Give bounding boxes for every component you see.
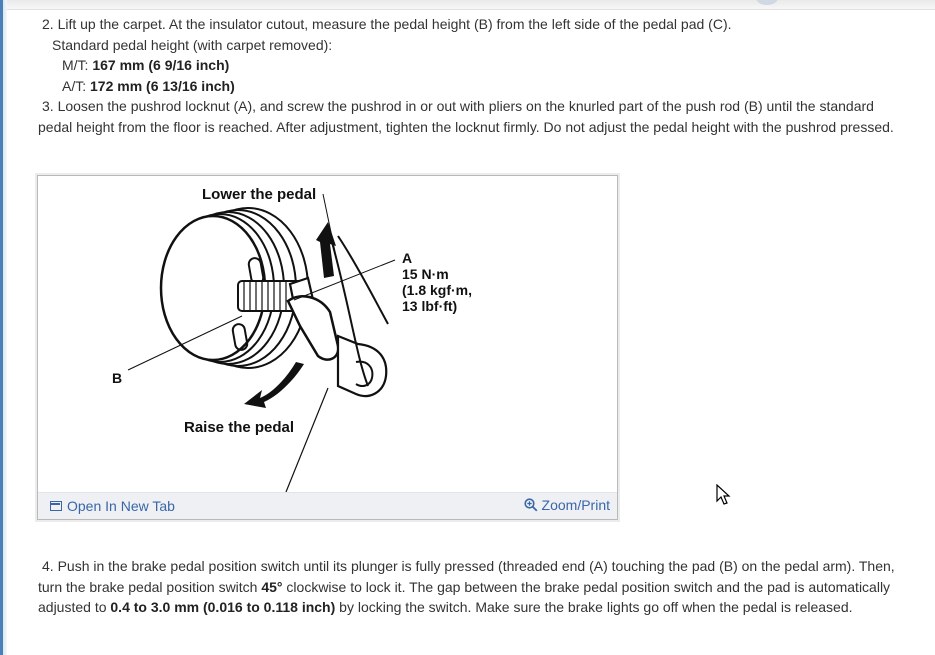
raise-pedal-label: Raise the pedal (184, 419, 295, 436)
rotation-angle: 45° (261, 578, 283, 595)
torque-callout: A 15 N·m (1.8 kgf·m, 13 lbf·ft) (402, 250, 472, 314)
left-window-edge (0, 0, 7, 655)
step-3-line-2: pedal height from the floor is reached. … (38, 118, 894, 135)
instructions-step-4: 4. Push in the brake pedal position swit… (38, 556, 928, 618)
step-4-line-1: 4. Push in the brake pedal position swit… (42, 558, 895, 574)
figure-footer: Open In New Tab Zoom/Print (38, 492, 617, 519)
step-4-line-3: adjusted to 0.4 to 3.0 mm (0.016 to 0.11… (38, 597, 928, 618)
torque-kgfm: (1.8 kgf·m, (402, 282, 473, 298)
step-4-line-2a: turn the brake pedal position switch (38, 578, 262, 595)
step-3-line-1: 3. Loosen the pushrod locknut (A), and s… (42, 98, 874, 114)
open-in-new-tab-icon (50, 501, 62, 511)
zoom-print-label: Zoom/Print (541, 497, 610, 513)
instructions-top: 2. Lift up the carpet. At the insulator … (38, 14, 928, 137)
zoom-print-link[interactable]: Zoom/Print (523, 497, 610, 513)
at-height-row: A/T: 172 mm (6 13/16 inch) (38, 76, 928, 97)
step-4-line-3c: by locking the switch. Make sure the bra… (335, 599, 853, 615)
raise-arrow-icon (244, 362, 304, 408)
pushrod-adjustment-figure: Lower the pedal Raise the pedal A 15 N·m… (37, 175, 618, 520)
step-4-line-2c: clockwise to lock it. The gap between th… (282, 578, 891, 595)
mt-value: 167 mm (6 9/16 inch) (92, 57, 230, 73)
at-label: A/T: (62, 77, 91, 94)
mouse-pointer-icon (716, 484, 731, 505)
mt-height-row: M/T: 167 mm (6 9/16 inch) (38, 55, 928, 76)
step-4-line-3a: adjusted to (38, 599, 111, 615)
step-4-line-2: turn the brake pedal position switch 45°… (38, 577, 928, 598)
scroll-indicator (756, 0, 778, 5)
step-2-text: 2. Lift up the carpet. At the insulator … (42, 16, 732, 32)
mt-label: M/T: (62, 57, 93, 73)
magnifier-plus-icon (523, 498, 538, 512)
torque-nm: 15 N·m (402, 266, 449, 282)
callout-b-label: B (112, 370, 123, 386)
lower-arrow-icon (316, 222, 336, 278)
callout-a-label: A (402, 250, 413, 266)
top-scroll-bar (0, 0, 935, 10)
open-in-new-tab-label: Open In New Tab (67, 498, 175, 514)
gap-spec: 0.4 to 3.0 mm (0.016 to 0.118 inch) (110, 599, 336, 615)
open-in-new-tab-link[interactable]: Open In New Tab (50, 498, 175, 514)
torque-lbfft: 13 lbf·ft) (402, 298, 458, 314)
pushrod-illustration (127, 193, 396, 492)
at-value: 172 mm (6 13/16 inch) (90, 77, 235, 94)
lower-pedal-label: Lower the pedal (202, 186, 317, 203)
standard-height-label: Standard pedal height (with carpet remov… (52, 36, 333, 53)
